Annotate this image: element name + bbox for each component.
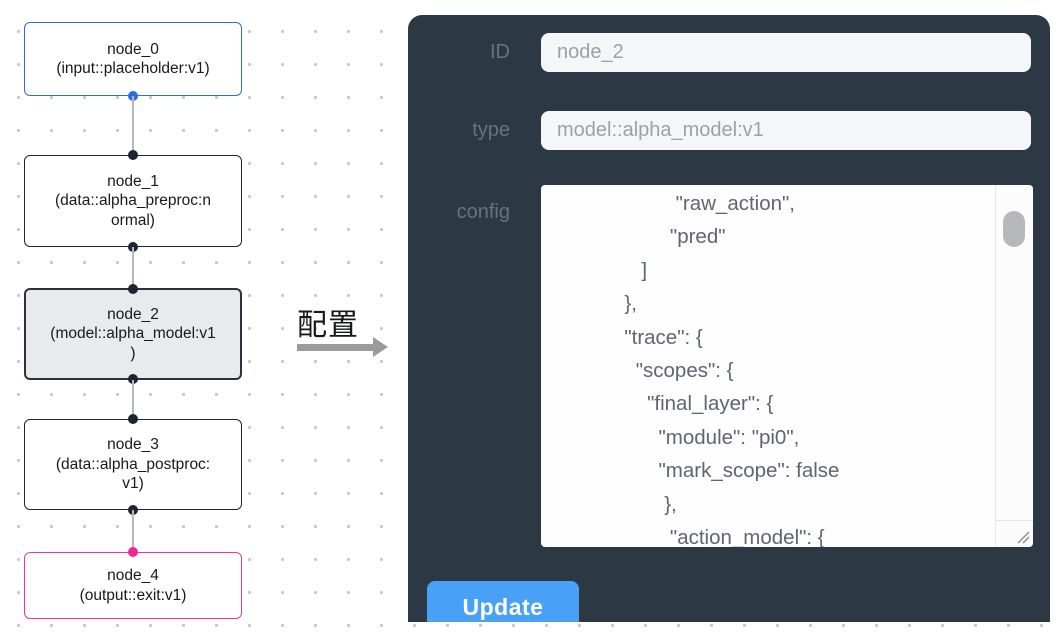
node-config-panel: ID type config "raw_action", "pred" ] },… (408, 15, 1050, 622)
node-port-top-node_2[interactable] (128, 284, 138, 294)
node-label-line: node_3 (107, 436, 159, 454)
type-field-label: type (472, 119, 510, 141)
flow-node-node_2[interactable]: node_2(model::alpha_model:v1) (24, 284, 242, 384)
update-button[interactable]: Update (427, 581, 579, 622)
node-label-line: (output::exit:v1) (79, 586, 187, 604)
node-label-line: ) (130, 344, 136, 362)
node-label-line: node_4 (107, 567, 159, 584)
type-field-input[interactable] (541, 111, 1031, 150)
node-label-line: (input::placeholder:v1) (56, 60, 210, 77)
flow-edge-node_2-node_3 (132, 380, 134, 419)
node-port-top-node_4[interactable] (128, 547, 138, 557)
flow-edge-node_0-node_1 (132, 96, 134, 155)
flow-edge-node_1-node_2 (132, 247, 134, 288)
config-editor-scroll-corner (995, 520, 1033, 547)
config-editor-scrollbar[interactable] (995, 185, 1033, 520)
node-label-line: ormal) (111, 211, 155, 229)
arrow-right-head-icon (373, 337, 388, 357)
config-editor-scrollbar-thumb[interactable] (1003, 211, 1025, 247)
config-annotation-label: 配置 (297, 309, 359, 342)
flow-edge-node_3-node_4 (132, 510, 134, 552)
node-label-line: node_1 (107, 172, 159, 190)
node-label-line: (data::alpha_postproc: (55, 455, 211, 473)
node-label-line: v1) (122, 475, 144, 493)
node-label-line: (data::alpha_preproc:n (55, 192, 211, 210)
flow-node-node_3[interactable]: node_3(data::alpha_postproc:v1) (24, 414, 242, 515)
config-editor-text[interactable]: "raw_action", "pred" ] }, "trace": { "sc… (624, 192, 840, 547)
id-field-input[interactable] (541, 33, 1031, 72)
config-field-label: config (456, 201, 510, 223)
arrow-right-icon (297, 344, 373, 351)
node-label-line: node_2 (107, 305, 159, 323)
node-label-line: (model::alpha_model:v1 (50, 325, 216, 343)
config-editor[interactable]: "raw_action", "pred" ] }, "trace": { "sc… (541, 185, 1033, 547)
node-port-bottom-node_2[interactable] (128, 374, 138, 384)
id-field-label: ID (490, 41, 510, 63)
flow-node-node_4[interactable]: node_4(output::exit:v1) (24, 547, 242, 619)
node-label-line: node_0 (107, 40, 159, 58)
flow-node-node_0[interactable]: node_0(input::placeholder:v1) (24, 22, 242, 101)
node-port-top-node_3[interactable] (128, 414, 138, 424)
node-port-top-node_1[interactable] (128, 150, 138, 160)
resize-grip-icon[interactable] (1013, 527, 1031, 545)
